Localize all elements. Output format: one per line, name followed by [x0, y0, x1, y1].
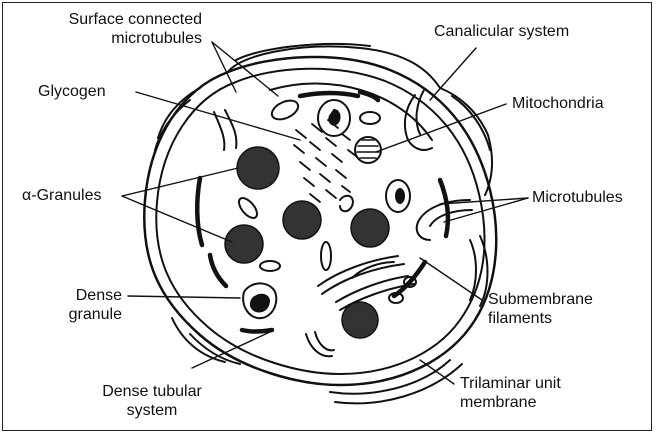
leader-glycogen	[135, 91, 301, 141]
label-line: Trilaminar unit	[460, 375, 561, 392]
leader-alpha-granules	[121, 195, 233, 243]
label-glycogen: Glycogen	[38, 83, 106, 100]
alpha-granules	[224, 146, 390, 339]
alpha-granule	[282, 200, 322, 240]
label-line: Dense tubular	[102, 383, 202, 400]
label-line: Dense	[75, 287, 122, 304]
label-line: membrane	[460, 394, 537, 411]
leader-microtubules	[439, 197, 529, 205]
label-line: filaments	[488, 310, 553, 327]
leader-mitochondria	[375, 103, 507, 153]
leader-dense-granule	[127, 295, 241, 299]
label-line: microtubules	[111, 30, 202, 47]
alpha-granule	[350, 208, 390, 248]
alpha-granule	[236, 146, 280, 190]
mitochondrion	[354, 136, 382, 164]
leader-surface-connected	[211, 41, 237, 93]
leader-lines	[121, 41, 529, 385]
leader-submembrane	[419, 257, 483, 301]
membrane-lobes	[154, 42, 493, 405]
label-alpha-granules: α-Granules	[22, 187, 102, 204]
microtubule-ring	[194, 89, 451, 334]
label-surface-connected-microtubules: Surface connected microtubules	[22, 10, 202, 48]
label-line: Submembrane	[488, 291, 593, 308]
label-line: granule	[68, 306, 122, 323]
alpha-granule	[224, 224, 264, 264]
label-dense-granule: Dense granule	[40, 286, 122, 324]
label-dense-tubular-system: Dense tubular system	[84, 382, 220, 420]
leader-alpha-granules	[121, 167, 239, 197]
label-line: Surface connected	[68, 11, 202, 28]
dense-tubular-system	[317, 255, 415, 311]
label-microtubules: Microtubules	[532, 189, 623, 206]
leader-surface-connected	[211, 41, 279, 97]
outer-membrane	[143, 55, 498, 387]
leader-dense-tubular	[191, 331, 271, 369]
leader-canalicular	[429, 47, 477, 101]
glycogen-particles	[293, 119, 357, 203]
label-submembrane-filaments: Submembrane filaments	[488, 290, 593, 328]
label-trilaminar-unit-membrane: Trilaminar unit membrane	[460, 374, 561, 412]
leader-microtubules	[443, 197, 529, 223]
alpha-granule	[341, 301, 379, 339]
figure-border	[2, 2, 652, 431]
small-organelles	[238, 99, 417, 304]
label-canalicular-system: Canalicular system	[434, 23, 570, 40]
label-mitochondria: Mitochondria	[512, 95, 604, 112]
leader-trilaminar	[419, 359, 455, 385]
dense-granules	[242, 99, 411, 320]
label-line: system	[126, 402, 178, 419]
